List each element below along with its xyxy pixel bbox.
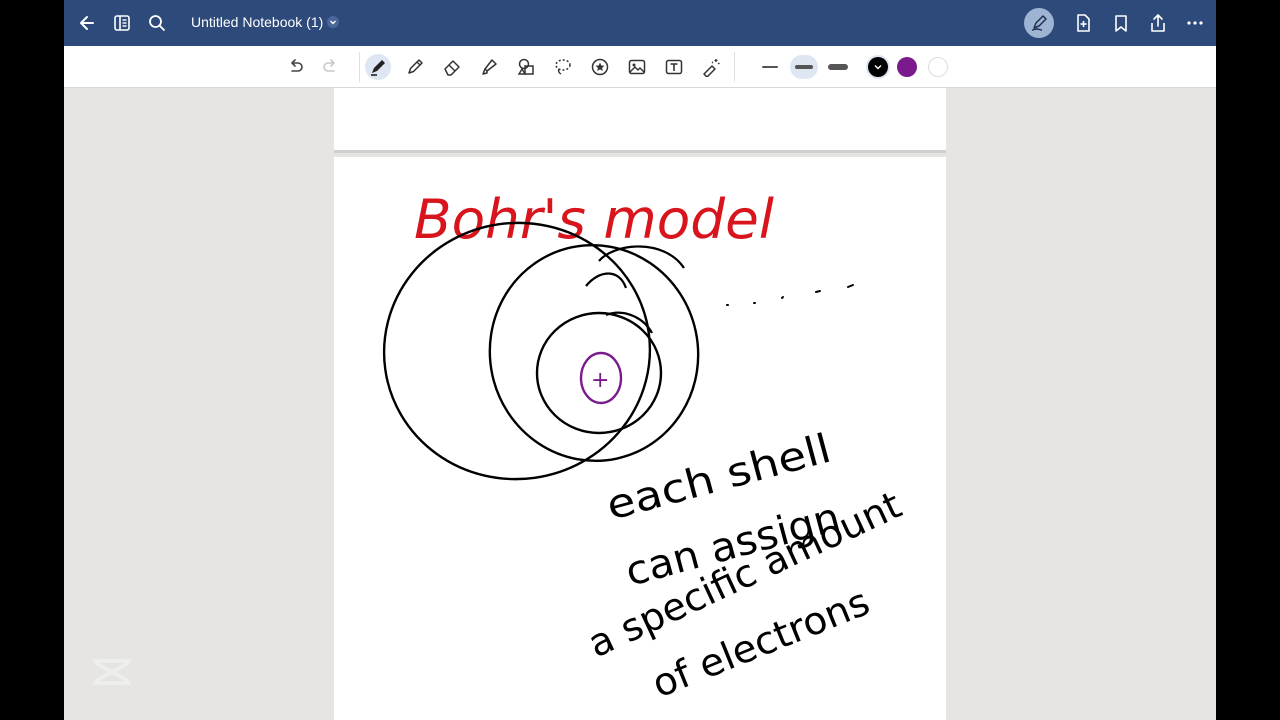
arrow-left-icon[interactable] — [75, 11, 99, 35]
color-purple-swatch[interactable] — [897, 57, 917, 77]
notebook-sidebar-icon[interactable] — [110, 11, 134, 35]
pen-mode-icon[interactable] — [1024, 8, 1054, 38]
pencil-icon[interactable] — [402, 54, 428, 80]
middle-shell-overlap — [585, 272, 628, 289]
middle-shell — [488, 243, 700, 463]
chevron-down-icon — [327, 16, 340, 28]
heading-handwritten: Bohr's model — [414, 188, 774, 251]
previous-page — [334, 88, 946, 153]
add-page-icon[interactable] — [1071, 11, 1095, 35]
inner-shell-overlap — [605, 311, 653, 334]
drawing-toolbar — [64, 46, 1216, 88]
notebook-title-button[interactable]: Untitled Notebook (1) — [191, 14, 340, 30]
nucleus-label: + — [591, 368, 609, 393]
undo-icon[interactable] — [283, 54, 309, 80]
outer-shell — [382, 221, 652, 481]
bookmark-icon[interactable] — [1109, 11, 1133, 35]
notebook-title: Untitled Notebook (1) — [191, 14, 324, 30]
image-icon[interactable] — [624, 54, 650, 80]
stroke-medium-line — [795, 65, 813, 69]
color-black-swatch[interactable] — [868, 57, 888, 77]
stroke-thick-line — [828, 64, 848, 70]
app-window: Untitled Notebook (1) — [64, 0, 1216, 720]
redo-icon[interactable] — [317, 54, 343, 80]
lasso-icon[interactable] — [550, 54, 576, 80]
more-icon[interactable] — [1183, 11, 1207, 35]
shapes-icon[interactable] — [513, 54, 539, 80]
stroke-medium-option[interactable] — [790, 55, 818, 79]
handwriting-canvas[interactable]: Bohr's model + each shell can assign a s… — [334, 158, 946, 720]
capcut-watermark-icon — [92, 652, 242, 692]
color-white-swatch[interactable] — [928, 57, 948, 77]
inner-shell — [535, 311, 663, 435]
stroke-thin-option[interactable] — [757, 55, 783, 79]
pen-icon[interactable] — [365, 54, 391, 80]
share-icon[interactable] — [1146, 11, 1170, 35]
stroke-thin-line — [762, 66, 778, 68]
dotted-trail — [726, 284, 854, 306]
toolbar-divider — [359, 52, 360, 82]
laser-pointer-icon[interactable] — [698, 54, 724, 80]
search-icon[interactable] — [145, 11, 169, 35]
eraser-icon[interactable] — [439, 54, 465, 80]
chevron-down-icon — [874, 65, 882, 70]
stroke-thick-option[interactable] — [825, 55, 851, 79]
text-icon[interactable] — [661, 54, 687, 80]
sticker-icon[interactable] — [587, 54, 613, 80]
nucleus — [579, 351, 623, 405]
title-bar: Untitled Notebook (1) — [64, 0, 1216, 46]
toolbar-divider — [734, 52, 735, 82]
highlighter-icon[interactable] — [476, 54, 502, 80]
outer-shell-overlap — [598, 245, 685, 269]
